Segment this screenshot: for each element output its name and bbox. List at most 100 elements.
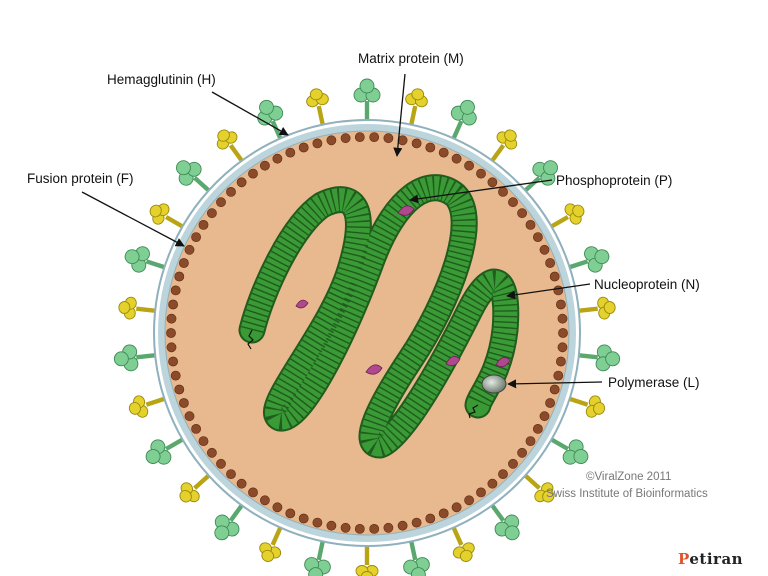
matrix-protein-bead xyxy=(198,436,209,446)
matrix-protein-bead xyxy=(178,258,189,268)
matrix-protein-bead xyxy=(272,153,283,164)
matrix-protein-bead xyxy=(487,478,498,489)
hemagglutinin-spike xyxy=(403,537,430,576)
matrix-protein-bead xyxy=(411,517,422,528)
fusion-spike xyxy=(179,471,213,503)
matrix-protein-bead xyxy=(259,495,270,506)
matrix-protein-bead xyxy=(438,147,449,158)
matrix-protein-bead xyxy=(498,186,508,197)
matrix-protein-bead xyxy=(184,244,195,255)
fusion-spike xyxy=(450,523,475,562)
matrix-protein-layer xyxy=(166,132,568,534)
matrix-protein-bead xyxy=(556,299,566,310)
fusion-spike xyxy=(355,543,379,576)
matrix-protein-bead xyxy=(168,299,178,310)
matrix-protein-bead xyxy=(517,447,527,458)
fusion-spike xyxy=(547,203,585,230)
matrix-protein-bead xyxy=(451,153,462,164)
matrix-protein-bead xyxy=(553,285,564,296)
matrix-protein-bead xyxy=(557,313,568,324)
matrix-protein-bead xyxy=(533,232,543,242)
matrix-protein-bead xyxy=(326,135,337,146)
callout-lines xyxy=(81,73,603,389)
hemagglutinin-spike xyxy=(175,160,213,195)
credit-line-2: Swiss Institute of Bioinformatics xyxy=(546,488,708,500)
matrix-callout-line xyxy=(393,73,406,157)
fusion-spike xyxy=(306,88,329,129)
matrix-protein-bead xyxy=(170,370,181,381)
phosphoprotein-1 xyxy=(397,205,415,216)
matrix-protein-bead xyxy=(354,132,365,142)
matrix-protein-bead xyxy=(216,197,226,208)
hemagglutinin-spike xyxy=(575,344,621,372)
matrix-protein-bead xyxy=(383,522,394,533)
watermark-logo: Petiran xyxy=(678,550,743,568)
fusion-spike xyxy=(488,129,518,165)
fusion-spike xyxy=(149,203,187,230)
matrix-protein-bead xyxy=(198,219,209,230)
hemagglutinin-spike xyxy=(488,501,520,541)
matrix-protein-bead xyxy=(174,271,185,282)
matrix-protein-bead xyxy=(298,513,309,524)
matrix-protein-bead xyxy=(425,513,436,524)
matrix-protein-bead xyxy=(557,342,568,353)
matrix-protein-bead xyxy=(517,208,527,219)
matrix-protein-bead xyxy=(525,436,536,446)
matrix-protein-bead xyxy=(216,458,226,469)
polymerase-protein xyxy=(481,374,507,394)
matrix-protein-bead xyxy=(369,132,380,142)
matrix-protein-bead xyxy=(556,356,566,367)
fusion-spike xyxy=(128,395,168,418)
matrix-protein-bead xyxy=(508,197,518,208)
nucleoprotein-label: Nucleoprotein (N) xyxy=(594,277,700,292)
matrix-protein-bead xyxy=(539,411,550,422)
matrix-protein-bead xyxy=(170,285,181,296)
matrix-protein-bead xyxy=(487,177,498,188)
phosphoprotein-5 xyxy=(495,357,511,368)
matrix-protein-bead xyxy=(340,522,351,533)
fusion-spike xyxy=(566,395,606,418)
rna-end-left xyxy=(247,329,254,350)
matrix-protein-bead xyxy=(539,244,550,255)
fusion-spike xyxy=(575,296,616,320)
fusion-spike xyxy=(521,471,555,503)
polymerase-callout-line xyxy=(507,379,603,389)
matrix-protein-bead xyxy=(206,447,217,458)
fusion-spike xyxy=(118,296,159,320)
matrix-protein-bead xyxy=(174,384,185,395)
matrix-protein-bead xyxy=(498,469,508,479)
hemagglutinin-spike xyxy=(214,501,246,541)
matrix-protein-bead xyxy=(226,186,236,197)
matrix-protein-bead xyxy=(312,138,323,149)
phosphoprotein-markers xyxy=(295,205,511,375)
matrix-protein-bead xyxy=(226,469,236,479)
matrix-protein-bead xyxy=(236,478,247,489)
matrix-protein-bead xyxy=(525,219,536,230)
matrix-protein-bead xyxy=(166,342,177,353)
matrix-protein-bead xyxy=(184,411,195,422)
fusion-spike xyxy=(405,88,428,129)
fusion-label: Fusion protein (F) xyxy=(27,171,134,186)
phosphoprotein-callout-line xyxy=(409,179,553,204)
rna-end-right xyxy=(468,404,479,419)
fusion-spike xyxy=(216,129,246,165)
hemagglutinin-callout-line xyxy=(211,91,289,136)
matrix-protein-bead xyxy=(545,398,555,408)
matrix-protein-bead xyxy=(326,520,337,531)
surface-glycoproteins xyxy=(113,78,621,576)
hemagglutinin-spike xyxy=(257,99,284,143)
phosphoprotein-2 xyxy=(295,299,309,309)
hemagglutinin-spike xyxy=(450,99,477,143)
matrix-protein-bead xyxy=(236,177,247,188)
hemagglutinin-label: Hemagglutinin (H) xyxy=(107,72,216,87)
nucleoprotein-strand xyxy=(238,174,520,459)
matrix-protein-bead xyxy=(166,313,177,324)
matrix-protein-bead xyxy=(272,502,283,513)
matrix-protein-bead xyxy=(553,370,564,381)
matrix-protein-bead xyxy=(354,524,365,534)
matrix-protein-bead xyxy=(411,138,422,149)
matrix-protein-bead xyxy=(397,520,408,531)
matrix-protein-bead xyxy=(191,423,201,434)
matrix-protein-bead xyxy=(285,147,296,158)
matrix-protein-bead xyxy=(451,502,462,513)
